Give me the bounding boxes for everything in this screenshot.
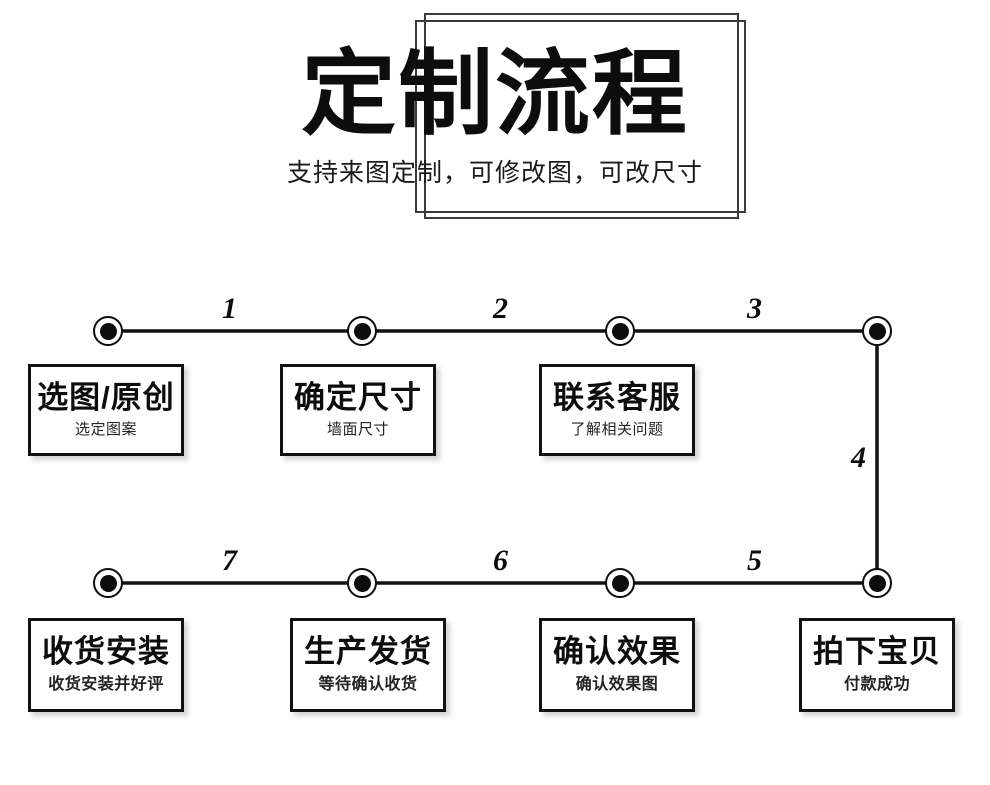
step-subtitle: 了解相关问题 <box>570 420 664 438</box>
segment-label-7: 7 <box>222 544 237 577</box>
step-title: 联系客服 <box>553 379 681 415</box>
flow-node-bottom-4[interactable] <box>862 568 892 598</box>
step-box-receive-install[interactable]: 收货安装 收货安装并好评 <box>28 618 184 712</box>
flow-node-top-2[interactable] <box>347 316 377 346</box>
segment-label-3: 3 <box>747 292 762 325</box>
step-title: 收货安装 <box>42 634 170 670</box>
flow-node-bottom-1[interactable] <box>93 568 123 598</box>
step-subtitle: 选定图案 <box>74 420 137 438</box>
step-box-select-image[interactable]: 选图/原创 选定图案 <box>28 364 184 456</box>
segment-label-2: 2 <box>493 292 508 325</box>
step-subtitle: 确认效果图 <box>575 675 659 693</box>
flow-node-top-4[interactable] <box>862 316 892 346</box>
title-block: 定制流程 支持来图定制，可修改图，可改尺寸 <box>0 48 990 189</box>
step-title: 确认效果 <box>553 634 681 670</box>
flow-node-top-3[interactable] <box>605 316 635 346</box>
step-box-contact-service[interactable]: 联系客服 了解相关问题 <box>539 364 695 456</box>
segment-label-4: 4 <box>851 441 866 474</box>
segment-label-6: 6 <box>493 544 508 577</box>
step-subtitle: 等待确认收货 <box>318 675 418 693</box>
step-title: 拍下宝贝 <box>813 634 941 670</box>
step-subtitle: 墙面尺寸 <box>326 420 389 438</box>
page-title: 定制流程 <box>301 40 689 148</box>
step-subtitle: 付款成功 <box>843 675 910 693</box>
decorative-rectangle-inner <box>424 13 739 219</box>
segment-label-5: 5 <box>747 544 762 577</box>
step-title: 确定尺寸 <box>294 379 422 415</box>
step-subtitle: 收货安装并好评 <box>48 675 164 693</box>
step-box-confirm-size[interactable]: 确定尺寸 墙面尺寸 <box>280 364 436 456</box>
page-subtitle: 支持来图定制，可修改图，可改尺寸 <box>286 159 703 187</box>
decorative-rectangle-outer <box>415 20 746 213</box>
flow-node-bottom-2[interactable] <box>347 568 377 598</box>
segment-label-1: 1 <box>222 292 237 325</box>
step-box-place-order[interactable]: 拍下宝贝 付款成功 <box>799 618 955 712</box>
step-title: 选图/原创 <box>37 379 175 415</box>
step-box-confirm-effect[interactable]: 确认效果 确认效果图 <box>539 618 695 712</box>
flow-node-bottom-3[interactable] <box>605 568 635 598</box>
header: 定制流程 支持来图定制，可修改图，可改尺寸 <box>0 0 990 250</box>
flow-node-top-1[interactable] <box>93 316 123 346</box>
step-title: 生产发货 <box>304 634 432 670</box>
step-box-produce-ship[interactable]: 生产发货 等待确认收货 <box>290 618 446 712</box>
